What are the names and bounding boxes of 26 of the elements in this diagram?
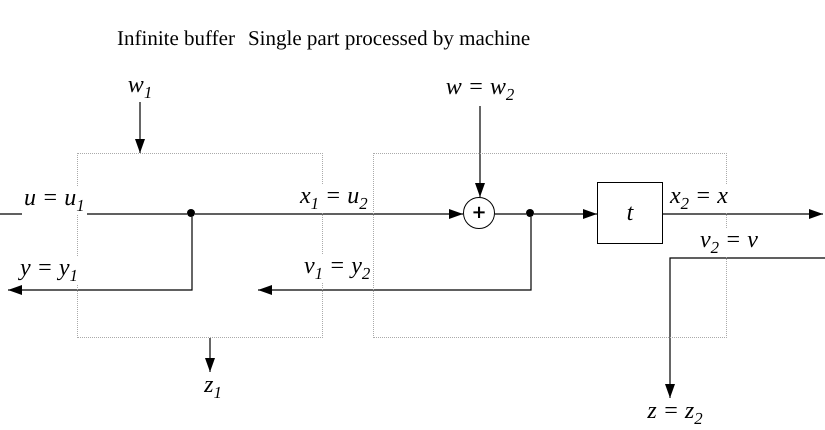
arrow [258, 217, 532, 295]
junction-dot [526, 209, 534, 217]
column-heading: Infinite buffer [117, 28, 235, 49]
arrow [205, 338, 215, 372]
signal-label: w$_{1}$ [122, 72, 158, 102]
edge-label: y = y$_{1}$ [18, 256, 80, 285]
edge-label: x$_{2}$ = x [668, 184, 730, 213]
signal-label: z = z$_{2}$ [622, 398, 728, 428]
arrow [195, 209, 463, 219]
signal-label: z$_{1}$ [197, 372, 229, 402]
summing-junction: + [463, 197, 495, 229]
signal-label: w = w$_{2}$ [428, 72, 532, 106]
arrow [534, 209, 597, 219]
column-heading: Single part processed by machine [248, 28, 530, 49]
junction-dot [187, 209, 195, 217]
arrow [475, 106, 485, 197]
process-block: t [597, 182, 663, 244]
edge-label: v$_{1}$ = y$_{2}$ [302, 254, 372, 283]
arrow [135, 102, 145, 153]
signal-line [495, 213, 526, 215]
arrow [665, 257, 825, 398]
edge-label: v$_{2}$ = v [698, 228, 760, 257]
arrow [663, 209, 823, 219]
edge-label: x$_{1}$ = u$_{2}$ [298, 184, 370, 213]
arrow [8, 217, 193, 295]
edge-label: u = u$_{1}$ [22, 186, 87, 215]
